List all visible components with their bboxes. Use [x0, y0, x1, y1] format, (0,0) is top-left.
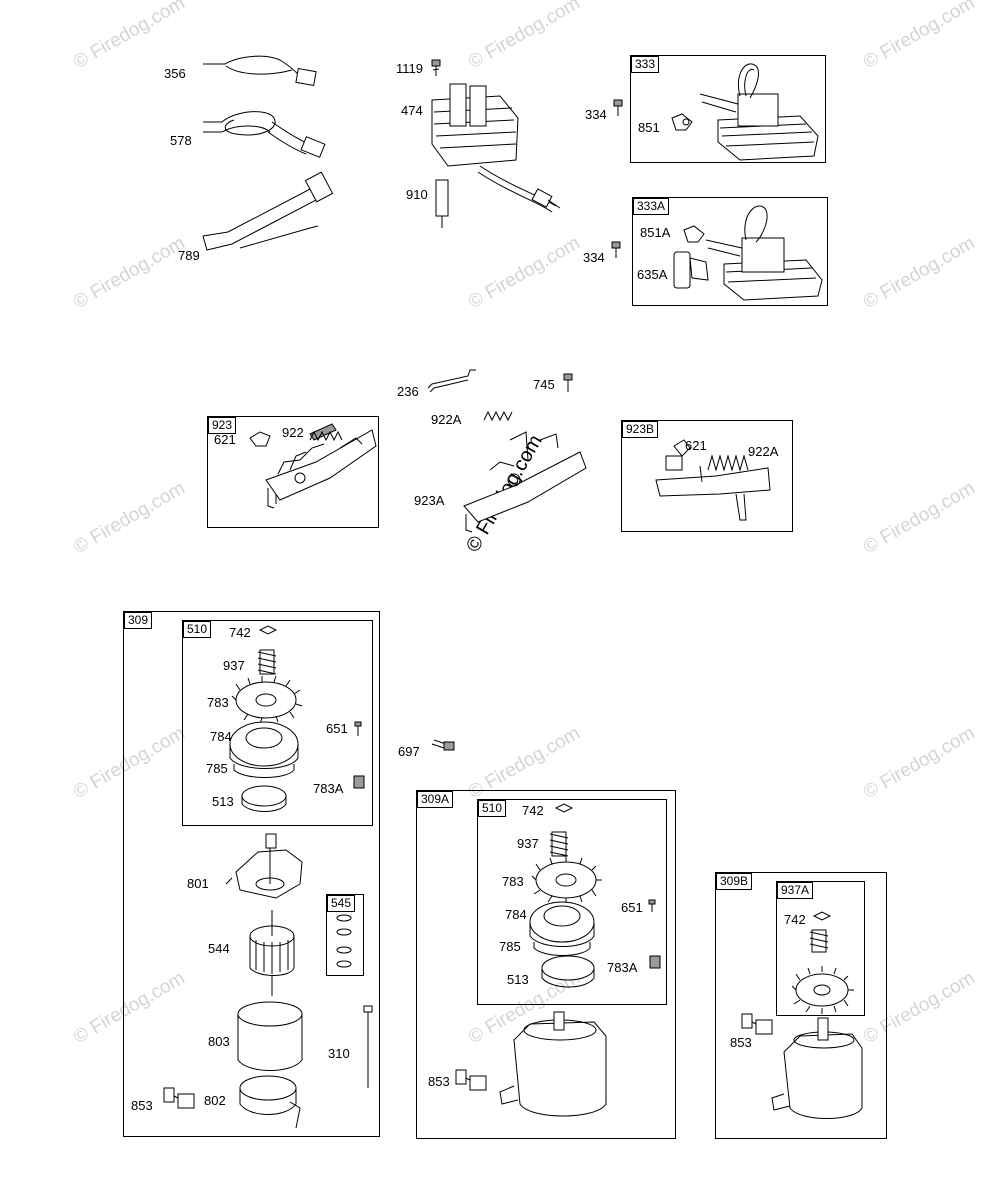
group-tag-309: 309 — [124, 612, 153, 629]
group-tag-545: 545 — [327, 895, 356, 912]
coil-333A-drawing — [705, 205, 823, 301]
part-label-785: 785 — [206, 761, 228, 776]
part-label-513: 513 — [507, 972, 529, 987]
terminal-635A-drawing — [673, 251, 709, 289]
part-label-923A: 923A — [414, 493, 445, 508]
group-box-333A — [632, 197, 828, 306]
part-label-853: 853 — [428, 1074, 450, 1089]
part-label-742: 742 — [522, 803, 544, 818]
group-tag-510-left: 510 — [183, 621, 212, 638]
group-tag-309A: 309A — [417, 791, 454, 808]
part-label-851: 851 — [638, 120, 660, 135]
part-label-474: 474 — [401, 103, 423, 118]
group-box-510-left — [182, 620, 373, 826]
part-label-783: 783 — [207, 695, 229, 710]
screw-334-drawing — [613, 99, 623, 116]
part-label-544: 544 — [208, 941, 230, 956]
part-label-742: 742 — [229, 625, 251, 640]
group-box-923B — [621, 420, 793, 532]
part-label-334: 334 — [583, 250, 605, 265]
group-tag-510-right: 510 — [478, 800, 507, 817]
group-tag-333A: 333A — [633, 198, 670, 215]
part-label-922A: 922A — [748, 444, 779, 459]
part-label-745: 745 — [533, 377, 555, 392]
group-box-545 — [326, 894, 364, 976]
screw-745-drawing — [563, 373, 573, 392]
screw-334-drawing-b — [611, 241, 621, 258]
group-box-333 — [630, 55, 826, 163]
starter-309A-drawing — [455, 803, 661, 1117]
part-label-621: 621 — [214, 432, 236, 447]
group-box-510-right — [477, 799, 667, 1005]
part-label-937: 937 — [223, 658, 245, 673]
part-label-651: 651 — [326, 721, 348, 736]
part-label-578: 578 — [170, 133, 192, 148]
part-label-789: 789 — [178, 248, 200, 263]
part-label-853: 853 — [131, 1098, 153, 1113]
part-label-803: 803 — [208, 1034, 230, 1049]
part-label-356: 356 — [164, 66, 186, 81]
coil-333-drawing — [699, 63, 819, 161]
part-label-785: 785 — [499, 939, 521, 954]
group-box-309 — [123, 611, 380, 1137]
part-label-635A: 635A — [637, 267, 668, 282]
bracket-923A-drawing — [463, 431, 587, 533]
starter-309-drawing — [163, 625, 373, 1129]
group-tag-937A: 937A — [777, 882, 814, 899]
armature-474-drawing — [431, 83, 561, 213]
spring-922A-drawing — [483, 410, 513, 422]
part-label-784: 784 — [210, 729, 232, 744]
wire-789-drawing — [202, 171, 334, 251]
part-label-937: 937 — [517, 836, 539, 851]
part-label-801: 801 — [187, 876, 209, 891]
screw-1119-drawing — [431, 59, 441, 76]
part-label-783A: 783A — [607, 960, 638, 975]
group-tag-923: 923 — [208, 417, 237, 434]
group-box-309A — [416, 790, 676, 1139]
part-label-853: 853 — [730, 1035, 752, 1050]
group-box-923 — [207, 416, 379, 528]
boot-851A-drawing — [683, 225, 705, 243]
part-label-1119: 1119 — [396, 61, 423, 76]
starter-309B-drawing — [741, 911, 863, 1119]
part-label-922A: 922A — [431, 412, 462, 427]
part-label-651: 651 — [621, 900, 643, 915]
part-label-783A: 783A — [313, 781, 344, 796]
spring-922A-right-drawing — [707, 454, 749, 472]
link-236-drawing — [427, 369, 476, 393]
part-label-784: 784 — [505, 907, 527, 922]
part-label-783: 783 — [502, 874, 524, 889]
spring-922-drawing — [309, 430, 343, 442]
part-label-742: 742 — [784, 912, 806, 927]
standoff-910-drawing — [435, 179, 449, 228]
boot-851-drawing — [671, 113, 693, 131]
part-label-513: 513 — [212, 794, 234, 809]
part-label-802: 802 — [204, 1093, 226, 1108]
clip-621-right-drawing — [673, 439, 691, 457]
part-label-922: 922 — [282, 425, 304, 440]
part-label-310: 310 — [328, 1046, 350, 1061]
bracket-923-drawing — [265, 423, 377, 509]
group-tag-333: 333 — [631, 56, 660, 73]
bolt-697-drawing — [431, 739, 455, 751]
part-label-236: 236 — [397, 384, 419, 399]
group-box-937A — [776, 881, 865, 1016]
bracket-923B-drawing — [655, 455, 771, 521]
part-label-334: 334 — [585, 107, 607, 122]
part-label-910: 910 — [406, 187, 428, 202]
part-label-851A: 851A — [640, 225, 671, 240]
part-label-621: 621 — [685, 438, 707, 453]
part-label-697: 697 — [398, 744, 420, 759]
group-box-309B — [715, 872, 887, 1139]
group-tag-923B: 923B — [622, 421, 659, 438]
group-tag-309B: 309B — [716, 873, 753, 890]
clip-621-drawing — [249, 431, 271, 447]
wire-356-drawing — [203, 55, 317, 87]
wire-578-drawing — [203, 111, 326, 158]
